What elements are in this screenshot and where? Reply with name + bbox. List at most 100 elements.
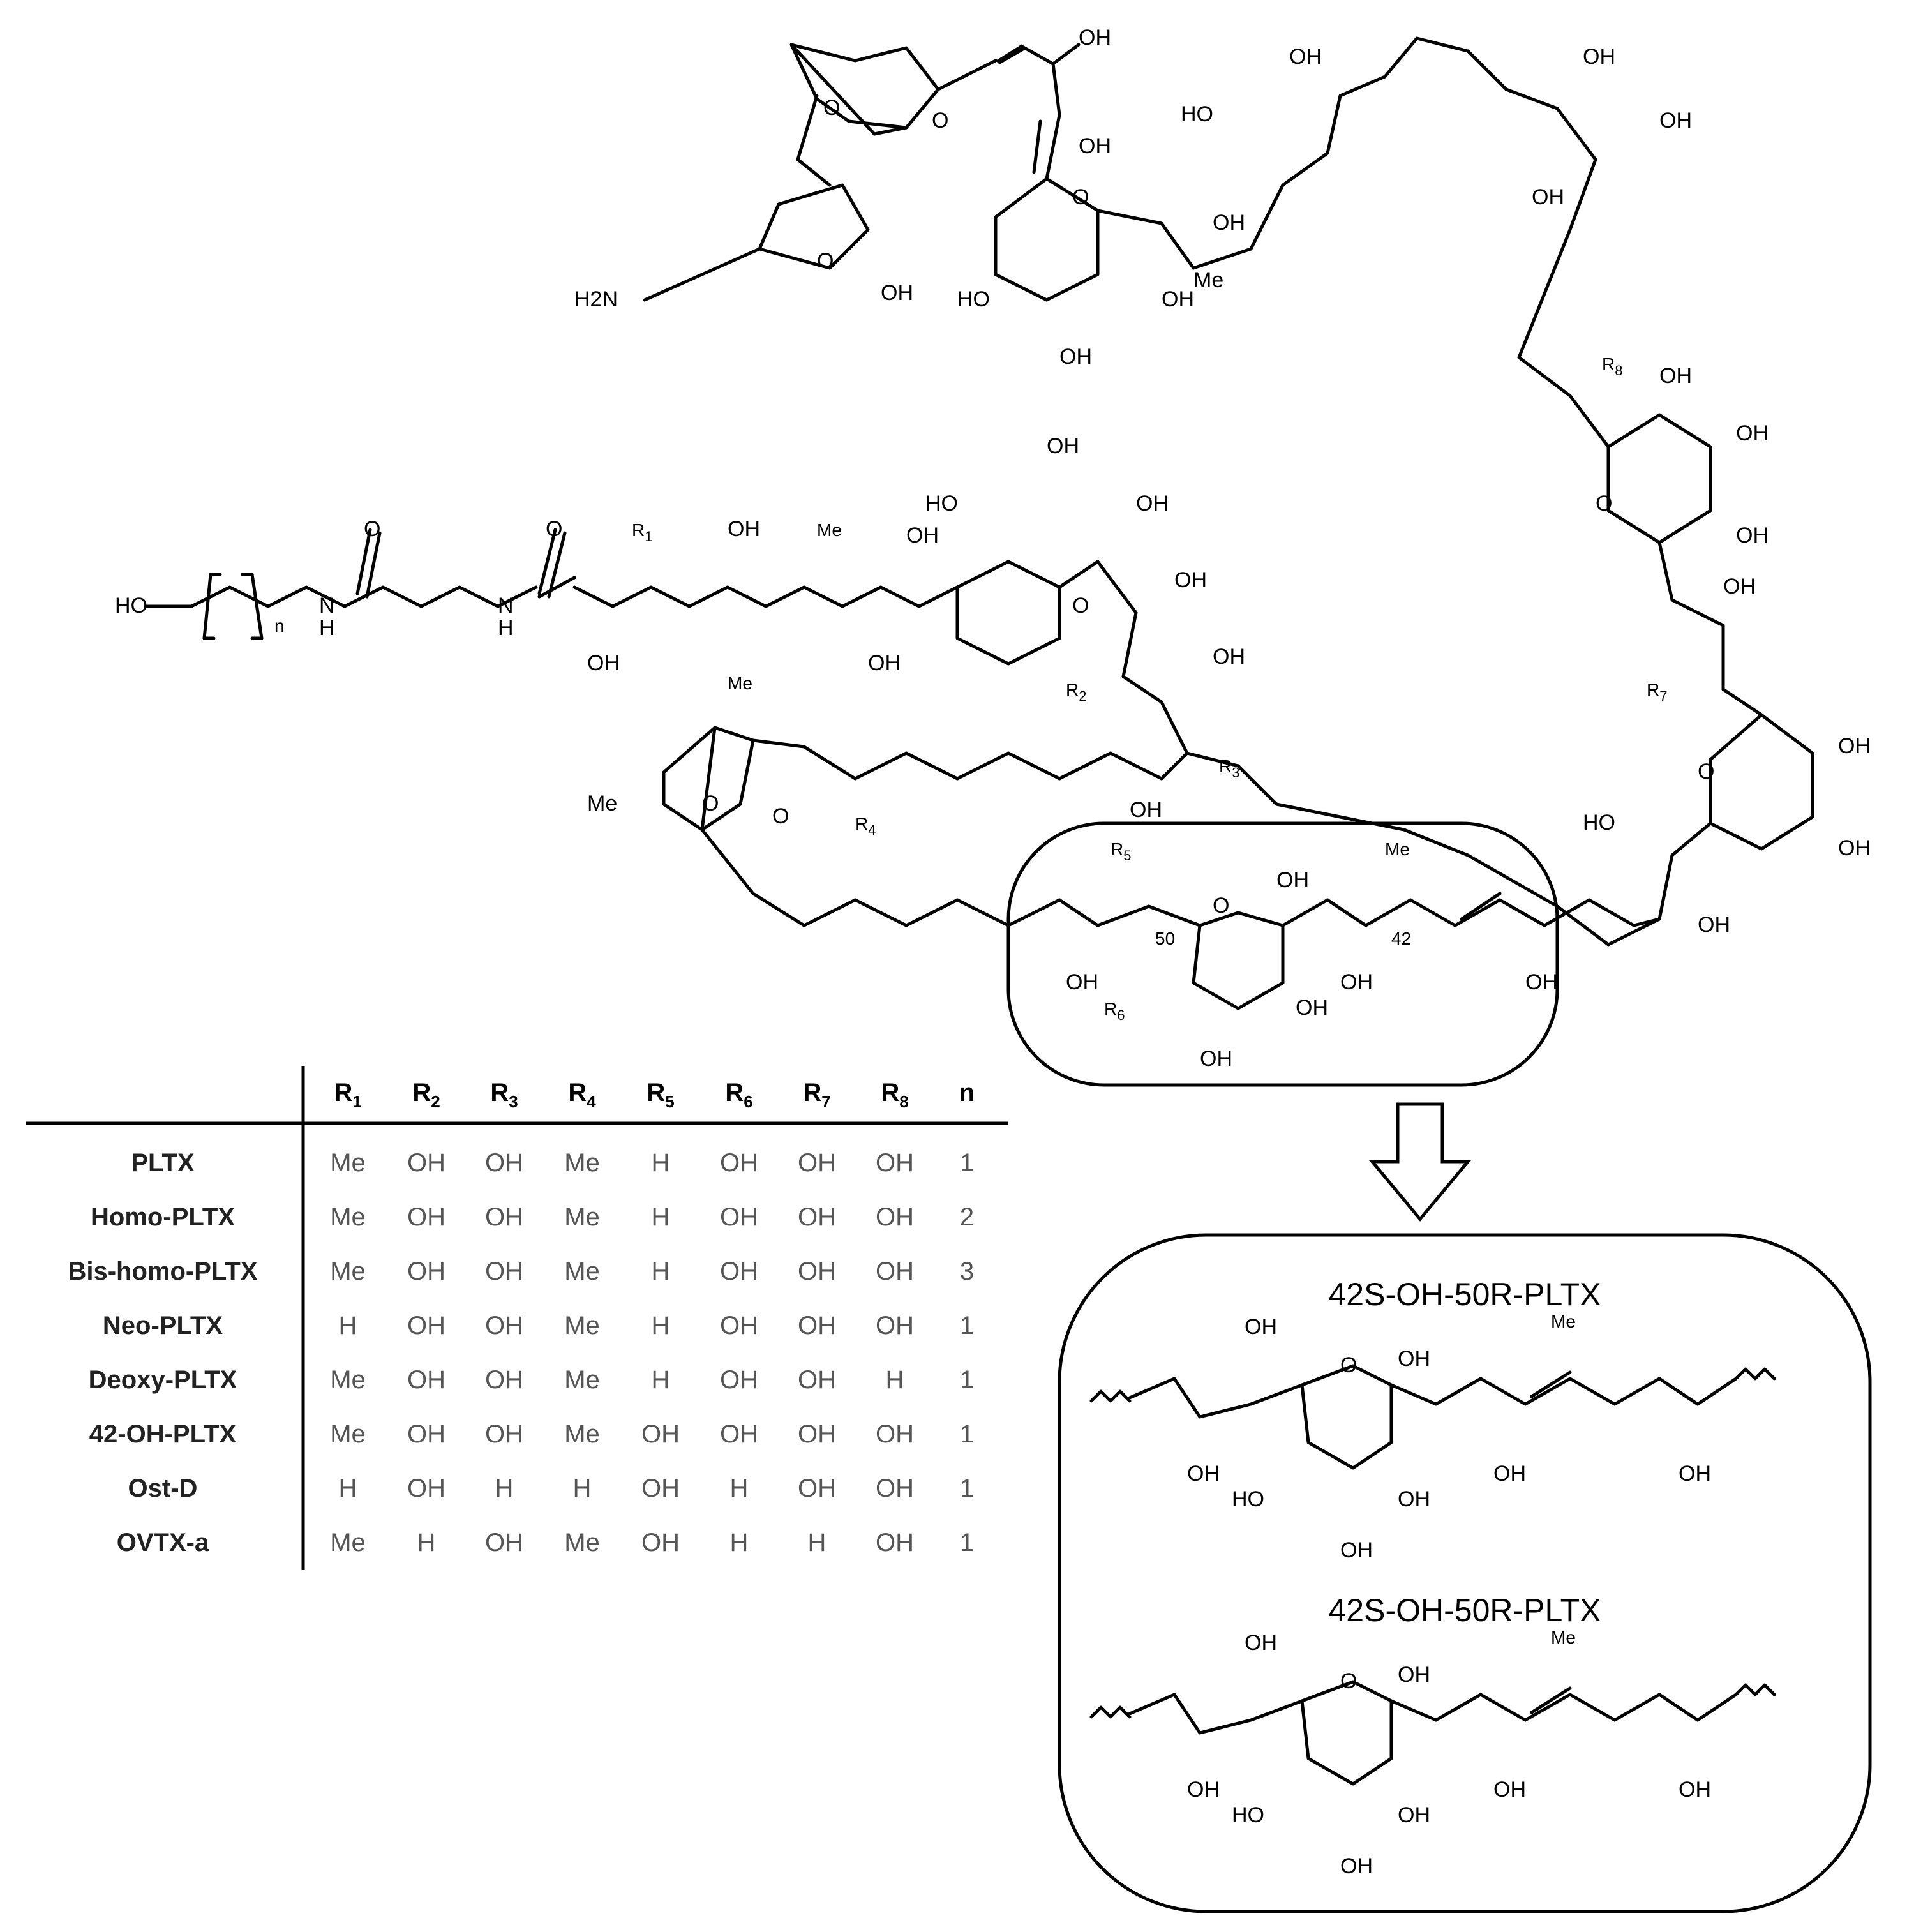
ho-label: HO (1232, 1803, 1264, 1827)
table-cell: H (652, 1149, 670, 1177)
table-cell: H (339, 1474, 357, 1502)
table-cell: OH (641, 1420, 680, 1448)
right-chain (1555, 394, 1814, 947)
o-label: O (1072, 594, 1089, 618)
table-row-name: Homo-PLTX (91, 1203, 235, 1231)
table-cell: 1 (960, 1420, 974, 1448)
table-cell: OH (876, 1203, 914, 1231)
n-label: N (319, 594, 335, 618)
table-cell: OH (798, 1420, 836, 1448)
table-row-name: PLTX (131, 1149, 195, 1177)
table-cell: 1 (960, 1312, 974, 1340)
table-row-name: 42-OH-PLTX (89, 1420, 237, 1448)
table-cell: OH (720, 1149, 758, 1177)
table-cell: OH (720, 1312, 758, 1340)
r8-label: R8 (1602, 354, 1622, 378)
ho-label: HO (957, 287, 990, 311)
table-cell: OH (720, 1366, 758, 1394)
oh-label: OH (1398, 1347, 1430, 1371)
oh-label: OH (1245, 1315, 1277, 1339)
isomers-panel: 42S-OH-50R-PLTX 42S-OH-50R-PLTX OH O OH … (1058, 1233, 1872, 1913)
table-cell: H (573, 1474, 592, 1502)
oh-label: OH (1659, 109, 1692, 133)
r6-sub: 6 (1117, 1007, 1125, 1023)
table-cell: OH (485, 1257, 523, 1285)
table-header-r3: R3 (490, 1079, 518, 1111)
table-cell: H (730, 1529, 749, 1557)
oh-label: OH (1493, 1462, 1526, 1486)
oh-label: OH (1079, 134, 1111, 158)
table-cell: OH (407, 1257, 445, 1285)
table-cell: OH (407, 1312, 445, 1340)
table-cell: Me (564, 1529, 600, 1557)
table-row-name: Deoxy-PLTX (89, 1366, 237, 1394)
bottom-isomer-structure: OH O OH Me OH HO OH OH OH OH (1089, 1628, 1776, 1878)
table-header-r4: R4 (568, 1079, 596, 1111)
locant-50: 50 (1155, 929, 1175, 948)
table-cell: OH (485, 1149, 523, 1177)
oh-label: OH (1289, 45, 1322, 69)
oh-label: OH (1136, 491, 1169, 516)
o-label: O (1596, 491, 1612, 516)
oh-label: OH (1532, 185, 1564, 209)
table-cell: H (886, 1366, 904, 1394)
table-cell: Me (564, 1203, 600, 1231)
table-cell: Me (330, 1420, 366, 1448)
h2n-label: H2N (574, 287, 618, 311)
amide-chain (145, 528, 567, 640)
r7-label: R7 (1647, 680, 1667, 704)
o-label: O (1072, 185, 1089, 209)
table-cell: OH (876, 1149, 914, 1177)
table-cell: 3 (960, 1257, 974, 1285)
table-cell: Me (564, 1366, 600, 1394)
table-cell: OH (876, 1257, 914, 1285)
r7-sub: 7 (1659, 688, 1667, 704)
o-label: O (1340, 1669, 1357, 1693)
me-label: Me (1193, 268, 1223, 292)
o-label: O (817, 249, 834, 273)
oh-label: OH (881, 281, 913, 305)
oh-label: OH (1213, 645, 1245, 669)
table-cell: OH (798, 1149, 836, 1177)
table-cell: OH (798, 1312, 836, 1340)
table-row-name: Ost-D (128, 1474, 198, 1502)
table-header-r8: R8 (881, 1079, 908, 1111)
table-cell: OH (798, 1257, 836, 1285)
oh-label: OH (1066, 970, 1098, 994)
table-cell: Me (330, 1149, 366, 1177)
table-cell: Me (564, 1420, 600, 1448)
table-cell: H (730, 1474, 749, 1502)
oh-label: OH (1059, 345, 1092, 369)
r2-sub: 2 (1079, 688, 1086, 704)
top-isomer-title: 42S-OH-50R-PLTX (1329, 1277, 1601, 1312)
oh-label: OH (1736, 421, 1769, 446)
ho-label: HO (1583, 811, 1615, 835)
isomers-frame (1058, 1233, 1872, 1913)
table-cell: OH (720, 1420, 758, 1448)
oh-label: OH (1838, 734, 1871, 758)
oh-label: OH (906, 523, 939, 548)
table-cell: Me (564, 1312, 600, 1340)
middle-chain (190, 560, 1559, 908)
table-cell: OH (720, 1203, 758, 1231)
table-cell: 1 (960, 1474, 974, 1502)
table-cell: 1 (960, 1366, 974, 1394)
oh-label: OH (1398, 1663, 1430, 1687)
top-isomer-structure: OH O OH Me OH HO OH OH OH OH (1089, 1312, 1776, 1562)
table-cell: H (495, 1474, 514, 1502)
table-cell: H (652, 1366, 670, 1394)
me-label: Me (817, 520, 842, 540)
table-cell: OH (798, 1474, 836, 1502)
upper-left-fragment (643, 36, 1597, 398)
table-cell: H (652, 1312, 670, 1340)
table-header-r7: R7 (803, 1079, 830, 1111)
oh-label: OH (1723, 574, 1756, 599)
oh-label: OH (1200, 1047, 1232, 1071)
o-label: O (364, 517, 380, 541)
oh-label: OH (1525, 970, 1558, 994)
r3-label: R3 (1219, 756, 1239, 781)
table-cell: OH (641, 1529, 680, 1557)
r2-label: R2 (1066, 680, 1086, 704)
oh-label: OH (1296, 996, 1328, 1020)
table-cell: H (652, 1203, 670, 1231)
